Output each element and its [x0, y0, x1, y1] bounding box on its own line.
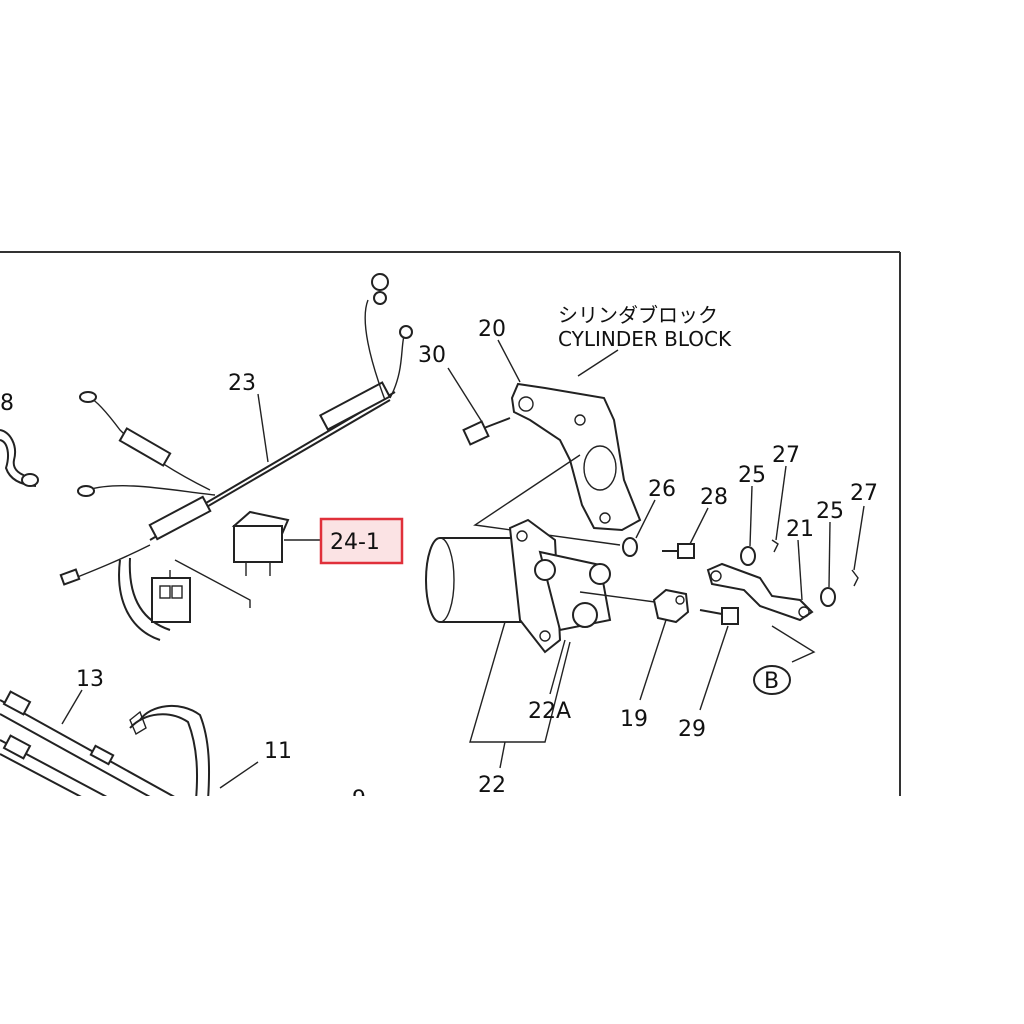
link-21-part — [706, 562, 814, 622]
callout-23: 23 — [228, 371, 256, 396]
leader-20 — [497, 339, 521, 383]
washer-25a-part — [740, 546, 756, 566]
cotter-pin-27b-part — [851, 569, 859, 587]
leader-25a — [749, 485, 753, 547]
washer-26-part — [622, 537, 638, 557]
reference-b-circle — [753, 665, 791, 695]
bolt-28-part — [662, 543, 695, 559]
hose-part — [129, 704, 211, 801]
leader-19 — [639, 619, 667, 701]
relay-part — [231, 510, 290, 576]
leader-29 — [699, 625, 729, 711]
leader-22 — [469, 621, 571, 743]
callout-26: 26 — [648, 477, 676, 502]
leader-26 — [635, 499, 656, 539]
callout-20: 20 — [478, 317, 506, 342]
leader-27a — [775, 465, 787, 541]
lower-blank-area — [0, 796, 1024, 1024]
callout-13: 13 — [76, 667, 104, 692]
bolt-29-part — [699, 607, 739, 625]
leader-B — [771, 625, 816, 663]
clamp-part — [0, 429, 39, 487]
nut-19-part — [652, 588, 690, 624]
leader-28 — [689, 507, 709, 545]
callout-21: 21 — [786, 517, 814, 542]
callout-27b: 27 — [850, 481, 878, 506]
leader-13 — [61, 689, 83, 725]
leader-25b — [828, 521, 831, 588]
callout-27a: 27 — [772, 443, 800, 468]
leader-11 — [219, 761, 259, 789]
callout-B: B — [764, 669, 779, 694]
cylinder-block-leader — [577, 349, 619, 377]
highlight-box — [319, 517, 404, 565]
callout-22: 22 — [478, 773, 506, 798]
leader-22-stem — [499, 741, 506, 769]
callout-24-1: 24-1 — [330, 530, 380, 555]
wiring-harness-part — [59, 273, 413, 641]
leader-30 — [447, 367, 483, 423]
leader-21 — [797, 539, 803, 601]
leader-27b — [853, 505, 865, 571]
callout-22A: 22A — [528, 699, 571, 724]
callout-11: 11 — [264, 739, 292, 764]
callout-25b: 25 — [816, 499, 844, 524]
callout-30: 30 — [418, 343, 446, 368]
diagram-frame — [0, 251, 901, 796]
callout-25a: 25 — [738, 463, 766, 488]
leader-23 — [257, 393, 269, 463]
stop-solenoid-part — [425, 518, 656, 654]
callout-19: 19 — [620, 707, 648, 732]
cotter-pin-27a-part — [771, 539, 779, 553]
cylinder-block-label-en: CYLINDER BLOCK — [558, 327, 732, 351]
callout-28: 28 — [700, 485, 728, 510]
cylinder-block-label-jp: シリンダブロック — [558, 303, 718, 327]
bolt-30-part — [462, 417, 511, 446]
leader-22A — [549, 639, 566, 695]
washer-25b-part — [820, 587, 836, 607]
callout-8: 8 — [0, 391, 14, 416]
callout-29: 29 — [678, 717, 706, 742]
bracket-mount-line — [473, 454, 621, 546]
